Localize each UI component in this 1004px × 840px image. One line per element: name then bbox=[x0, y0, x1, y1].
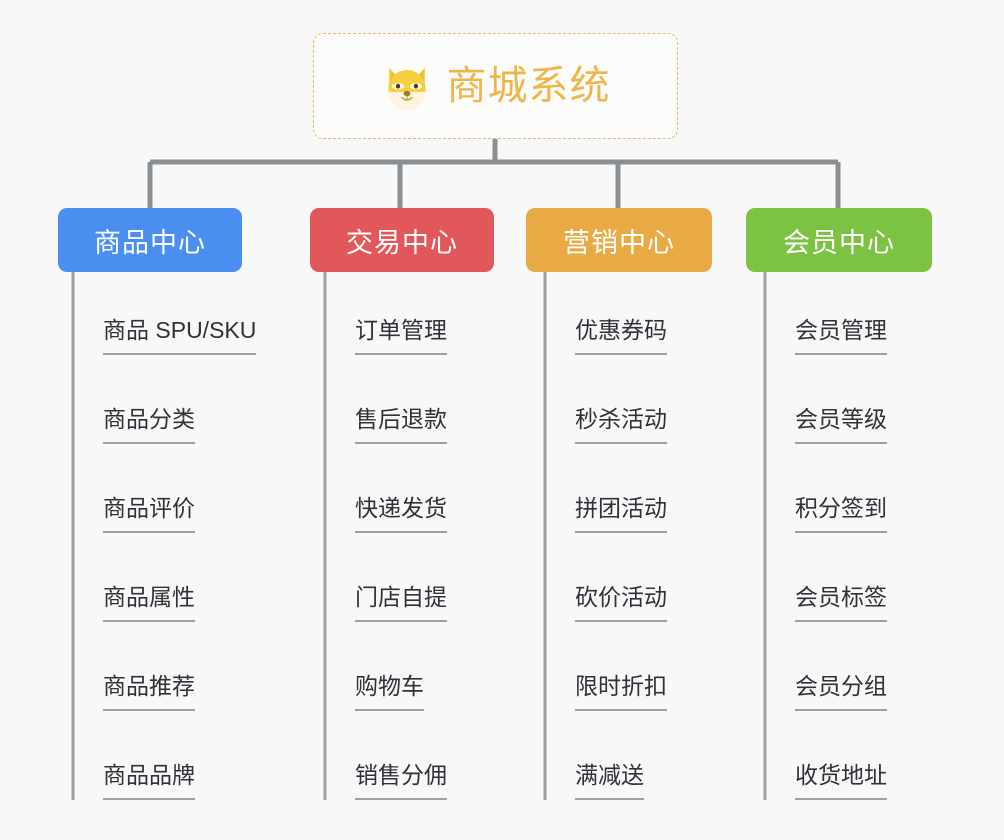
leaf-item-label: 会员标签 bbox=[795, 584, 887, 622]
leaf-item-label: 商品属性 bbox=[103, 584, 195, 622]
leaf-item[interactable]: 限时折扣 bbox=[545, 628, 745, 717]
leaf-item[interactable]: 满减送 bbox=[545, 717, 745, 806]
leaf-item-label: 拼团活动 bbox=[575, 495, 667, 533]
leaf-item[interactable]: 销售分佣 bbox=[325, 717, 525, 806]
leaf-item[interactable]: 秒杀活动 bbox=[545, 361, 745, 450]
leaf-item-label: 售后退款 bbox=[355, 406, 447, 444]
leaf-item[interactable]: 商品评价 bbox=[73, 450, 293, 539]
leaf-item[interactable]: 商品 SPU/SKU bbox=[73, 272, 293, 361]
leaf-item-label: 商品推荐 bbox=[103, 673, 195, 711]
leaf-item-label: 快递发货 bbox=[355, 495, 447, 533]
leaf-item[interactable]: 优惠券码 bbox=[545, 272, 745, 361]
leaf-item-label: 秒杀活动 bbox=[575, 406, 667, 444]
category-header-member-center[interactable]: 会员中心 bbox=[746, 208, 932, 272]
category-header-product-center[interactable]: 商品中心 bbox=[58, 208, 242, 272]
leaf-item[interactable]: 积分签到 bbox=[765, 450, 965, 539]
root-title: 商城系统 bbox=[446, 64, 611, 108]
leaf-item-label: 商品评价 bbox=[103, 495, 195, 533]
leaf-item[interactable]: 会员等级 bbox=[765, 361, 965, 450]
leaf-item-label: 商品品牌 bbox=[103, 762, 195, 800]
leaf-item[interactable]: 商品属性 bbox=[73, 539, 293, 628]
shiba-dog-face-icon bbox=[387, 67, 426, 111]
leaf-item-label: 满减送 bbox=[575, 762, 644, 800]
leaf-item-label: 商品 SPU/SKU bbox=[103, 317, 257, 355]
leaf-item-label: 砍价活动 bbox=[575, 584, 667, 622]
category-header-label: 会员中心 bbox=[783, 227, 895, 258]
leaf-column-member-center: 会员管理 会员等级 积分签到 会员标签 会员分组 收货地址 bbox=[765, 272, 965, 806]
leaf-item[interactable]: 订单管理 bbox=[325, 272, 525, 361]
category-header-marketing-center[interactable]: 营销中心 bbox=[526, 208, 712, 272]
leaf-item-label: 积分签到 bbox=[795, 495, 887, 533]
leaf-item-label: 会员等级 bbox=[795, 406, 887, 444]
leaf-item[interactable]: 购物车 bbox=[325, 628, 525, 717]
leaf-item[interactable]: 会员管理 bbox=[765, 272, 965, 361]
leaf-item-label: 销售分佣 bbox=[355, 762, 447, 800]
category-header-trade-center[interactable]: 交易中心 bbox=[310, 208, 494, 272]
leaf-item[interactable]: 收货地址 bbox=[765, 717, 965, 806]
leaf-item[interactable]: 会员标签 bbox=[765, 539, 965, 628]
leaf-item-label: 购物车 bbox=[355, 673, 424, 711]
leaf-item-label: 门店自提 bbox=[355, 584, 447, 622]
leaf-column-product-center: 商品 SPU/SKU 商品分类 商品评价 商品属性 商品推荐 商品品牌 bbox=[73, 272, 293, 806]
category-header-label: 商品中心 bbox=[94, 227, 206, 258]
root-node[interactable]: 商城系统 bbox=[313, 33, 678, 139]
leaf-item[interactable]: 快递发货 bbox=[325, 450, 525, 539]
leaf-item-label: 优惠券码 bbox=[575, 317, 667, 355]
leaf-item-label: 收货地址 bbox=[795, 762, 887, 800]
leaf-item[interactable]: 砍价活动 bbox=[545, 539, 745, 628]
leaf-item-label: 会员分组 bbox=[795, 673, 887, 711]
leaf-column-marketing-center: 优惠券码 秒杀活动 拼团活动 砍价活动 限时折扣 满减送 bbox=[545, 272, 745, 806]
category-header-label: 营销中心 bbox=[563, 227, 675, 258]
leaf-item[interactable]: 商品分类 bbox=[73, 361, 293, 450]
leaf-item-label: 限时折扣 bbox=[575, 673, 667, 711]
leaf-item[interactable]: 商品推荐 bbox=[73, 628, 293, 717]
leaf-item[interactable]: 门店自提 bbox=[325, 539, 525, 628]
category-header-label: 交易中心 bbox=[346, 227, 458, 258]
leaf-item[interactable]: 拼团活动 bbox=[545, 450, 745, 539]
leaf-item-label: 会员管理 bbox=[795, 317, 887, 355]
leaf-item[interactable]: 商品品牌 bbox=[73, 717, 293, 806]
leaf-item[interactable]: 售后退款 bbox=[325, 361, 525, 450]
leaf-item[interactable]: 会员分组 bbox=[765, 628, 965, 717]
leaf-item-label: 商品分类 bbox=[103, 406, 195, 444]
leaf-item-label: 订单管理 bbox=[355, 317, 447, 355]
leaf-column-trade-center: 订单管理 售后退款 快递发货 门店自提 购物车 销售分佣 bbox=[325, 272, 525, 806]
